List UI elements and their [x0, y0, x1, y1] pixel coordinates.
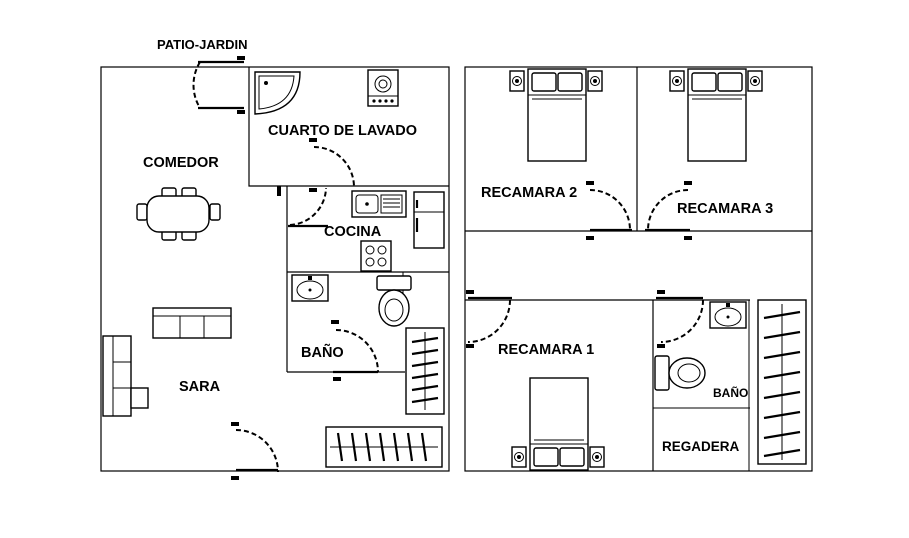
bed-icon	[511, 377, 605, 471]
refrigerator-icon	[413, 191, 445, 249]
lavado-label: CUARTO DE LAVADO	[268, 123, 417, 139]
sink-icon	[709, 301, 747, 329]
sink-icon	[351, 190, 407, 218]
shower-icon	[254, 71, 301, 115]
stove-icon	[360, 240, 392, 272]
recamara2-label: RECAMARA 2	[481, 185, 577, 201]
wardrobe-icon	[325, 426, 443, 468]
toilet-icon	[654, 355, 706, 391]
sink-icon	[291, 274, 329, 302]
sara-label: SARA	[179, 379, 221, 395]
washer-icon	[367, 69, 399, 107]
bano-left-label: BAÑO	[301, 343, 344, 361]
recamara3-label: RECAMARA 3	[677, 201, 773, 217]
recamara1-label: RECAMARA 1	[498, 342, 594, 358]
wardrobe-icon	[405, 327, 445, 415]
wardrobe-icon	[757, 299, 807, 465]
bed-icon	[669, 68, 763, 162]
patio-label: PATIO-JARDIN	[157, 37, 248, 52]
bed-icon	[509, 68, 603, 162]
dining-table-icon	[136, 187, 221, 241]
bano-right-label: BAÑO	[713, 385, 748, 400]
regadera-label: REGADERA	[662, 439, 740, 454]
toilet-icon	[376, 275, 412, 327]
cocina-label: COCINA	[324, 224, 382, 240]
sofa-icon	[152, 307, 232, 339]
door-swing-icon	[192, 56, 704, 480]
comedor-label: COMEDOR	[143, 155, 219, 171]
armchair-icon	[102, 335, 149, 417]
